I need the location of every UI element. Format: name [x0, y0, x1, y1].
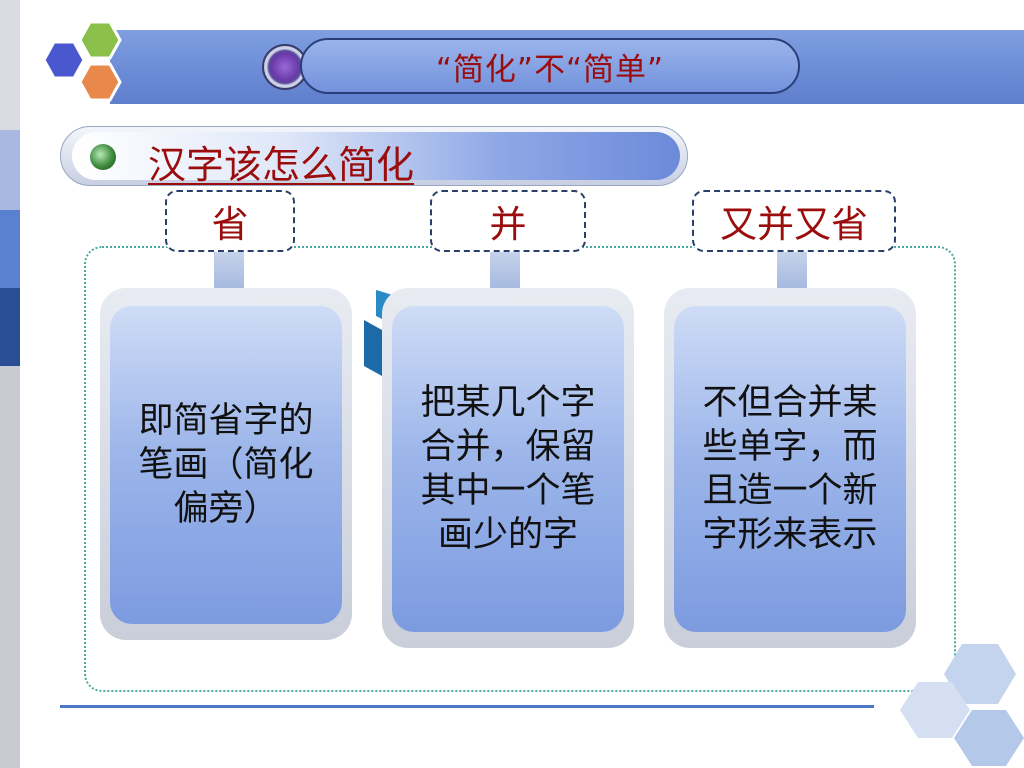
hexagon-decoration-icon	[900, 644, 1024, 766]
subheading-pill-inner	[72, 132, 680, 180]
page-title: “简化”不“简单”	[435, 51, 665, 88]
method-label-2: 并	[430, 190, 586, 252]
edge-stripe-3	[0, 210, 20, 288]
method-description-2: 把某几个字合并，保留其中一个笔画少的字	[420, 383, 596, 555]
subheading: 汉字该怎么简化	[148, 143, 415, 187]
hexagon-cluster-logo-icon	[42, 20, 122, 102]
method-description-3: 不但合并某些单字，而且造一个新字形来表示	[702, 383, 878, 555]
edge-stripe-2	[0, 130, 20, 210]
edge-stripe-top	[0, 0, 20, 130]
title-pill: “简化”不“简单”	[300, 38, 800, 94]
edge-stripe-4	[0, 288, 20, 366]
method-label-1: 省	[165, 190, 295, 252]
method-card-2: 把某几个字合并，保留其中一个笔画少的字	[392, 306, 624, 632]
edge-stripe-bottom	[0, 366, 20, 768]
bottom-rule	[60, 705, 874, 708]
method-card-1: 即简省字的笔画（简化偏旁）	[110, 306, 342, 624]
green-bullet-icon	[90, 144, 116, 170]
method-label-3: 又并又省	[692, 190, 896, 252]
method-description-1: 即简省字的笔画（简化偏旁）	[138, 401, 314, 529]
method-card-3: 不但合并某些单字，而且造一个新字形来表示	[674, 306, 906, 632]
